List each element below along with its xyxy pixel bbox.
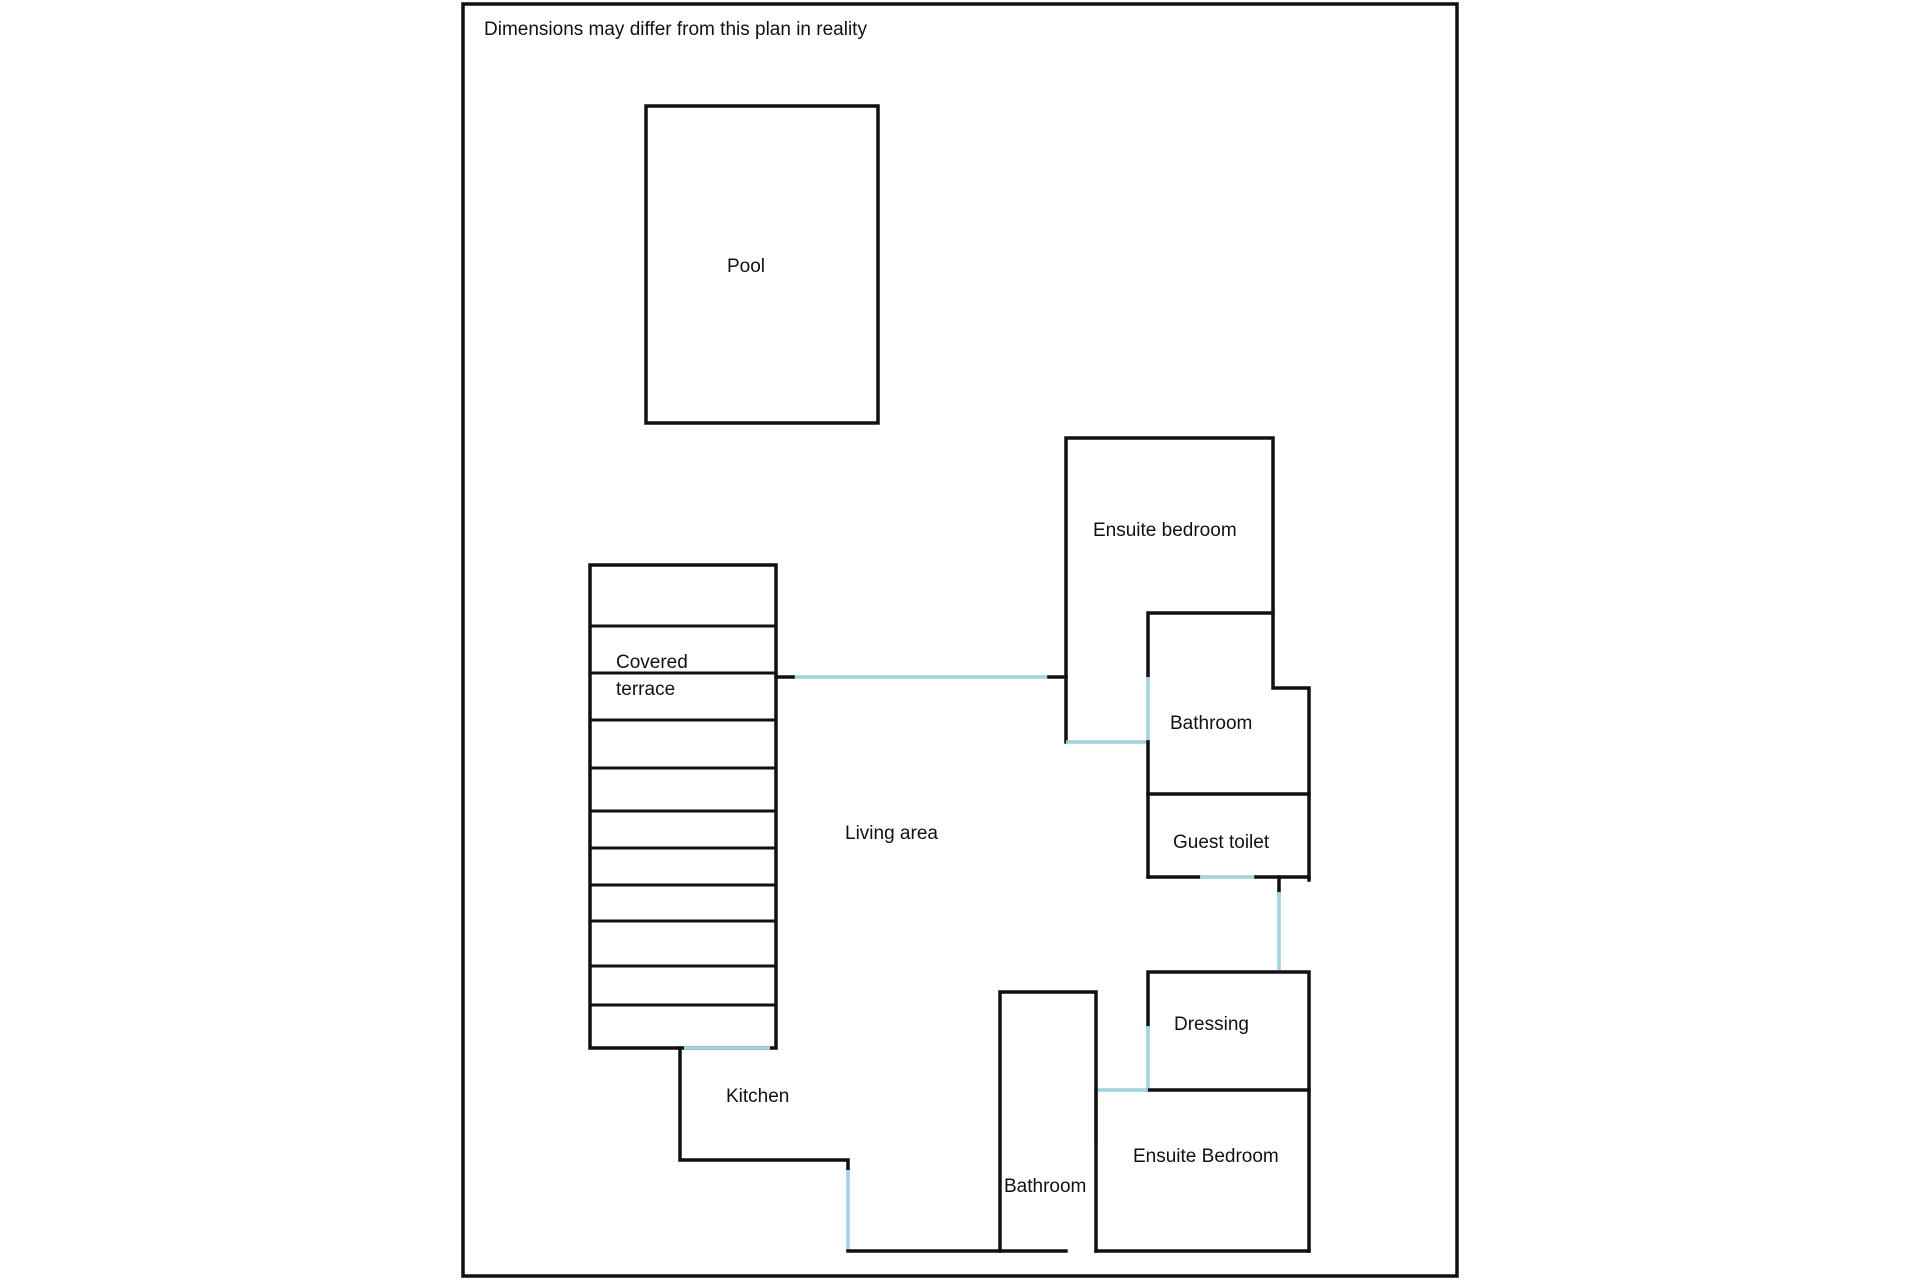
kitchen-label: Kitchen bbox=[726, 1086, 789, 1107]
plan-frame bbox=[461, 2, 1459, 1278]
pool-outline bbox=[644, 104, 880, 425]
covered-terrace-label-line1: Covered bbox=[616, 652, 688, 673]
ensuite-bedroom-top-label: Ensuite bedroom bbox=[1093, 520, 1237, 541]
bathroom-bottom-walls bbox=[998, 990, 1098, 1253]
terrace-slats bbox=[590, 624, 776, 1007]
bathroom-top-label: Bathroom bbox=[1170, 713, 1252, 734]
pool-label: Pool bbox=[727, 256, 765, 277]
dressing-label: Dressing bbox=[1174, 1014, 1249, 1035]
bathroom-bottom-label: Bathroom bbox=[1004, 1176, 1086, 1197]
guest-toilet-label: Guest toilet bbox=[1173, 832, 1270, 853]
ensuite-bedroom-bottom-label: Ensuite Bedroom bbox=[1133, 1146, 1279, 1167]
covered-terrace-label-line2: terrace bbox=[616, 679, 675, 700]
living-area-label: Living area bbox=[845, 823, 938, 844]
disclaimer-note: Dimensions may differ from this plan in … bbox=[484, 19, 867, 40]
bathroom-top-walls bbox=[1146, 611, 1275, 679]
dressing-walls bbox=[1146, 970, 1311, 1253]
kitchen-walls bbox=[678, 1046, 850, 1172]
covered-terrace-outline bbox=[588, 563, 778, 1050]
ensuite-bedroom-top-walls bbox=[1064, 436, 1311, 882]
